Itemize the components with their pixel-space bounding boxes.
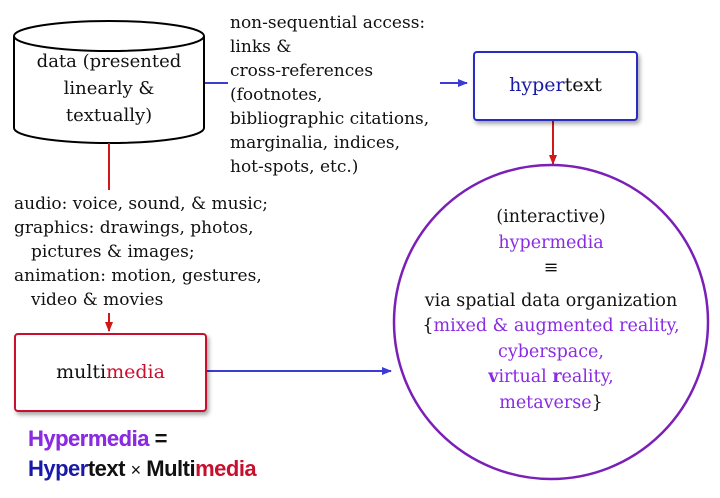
equation-line-2: Hypertext × Multimedia: [28, 456, 257, 483]
circle-line-hypermedia: hypermedia: [498, 232, 604, 253]
equation-equals: =: [154, 426, 168, 451]
media-line-4: animation: motion, gestures,: [14, 266, 262, 286]
access-line-4: (footnotes,: [230, 85, 323, 105]
data-cylinder-shape: [13, 20, 205, 144]
multimedia-label: multimedia: [16, 361, 205, 383]
equation-multi: Multi: [146, 456, 196, 481]
media-line-1: audio: voice, sound, & music;: [14, 194, 268, 214]
hypermedia-circle: [392, 163, 710, 481]
reality-rest: eality,: [561, 367, 614, 387]
mixed-reality-text: mixed & augmented reality,: [433, 316, 680, 336]
circle-line-virtual-reality: virtual reality,: [394, 365, 708, 391]
circle-line-cyberspace: cyberspace,: [498, 341, 604, 362]
equation-hyper: Hyper: [28, 456, 88, 481]
hypermedia-circle-text: (interactive) hypermedia ≡ via spatial d…: [394, 205, 708, 416]
access-line-6: marginalia, indices,: [230, 133, 401, 153]
hypertext-label: hypertext: [475, 74, 636, 96]
hypertext-prefix: hyper: [509, 74, 565, 96]
circle-line-interactive: (interactive): [496, 207, 606, 227]
hypertext-suffix: text: [564, 74, 602, 96]
circle-line-metaverse: metaverse}: [394, 391, 708, 417]
access-line-1: non-sequential access:: [230, 13, 426, 33]
multimedia-prefix: multi: [56, 361, 107, 383]
equation-media: media: [195, 456, 257, 481]
circle-line-mixed: {mixed & augmented reality,: [394, 314, 708, 340]
equation-text: text: [87, 456, 126, 481]
multimedia-suffix: media: [106, 361, 165, 383]
media-line-2: graphics: drawings, photos,: [14, 218, 254, 238]
hypertext-box: hypertext: [473, 51, 638, 121]
open-brace: {: [422, 316, 434, 336]
access-line-3: cross-references: [230, 61, 374, 81]
data-label-line-1: data (presented: [36, 51, 182, 72]
virtual-initial: v: [488, 367, 499, 387]
access-line-7: hot-spots, etc.): [230, 157, 359, 177]
reality-initial: r: [552, 367, 562, 387]
media-line-5: video & movies: [31, 290, 164, 310]
circle-line-equiv: ≡: [543, 258, 559, 278]
access-line-5: bibliographic citations,: [230, 109, 430, 129]
metaverse-text: metaverse: [499, 392, 592, 413]
multimedia-box: multimedia: [14, 333, 207, 412]
equation-hypermedia-word: Hypermedia: [28, 426, 149, 451]
data-label-line-3: textually): [65, 105, 153, 126]
equation-times: ×: [130, 460, 142, 480]
data-label-line-2: linearly &: [63, 78, 155, 99]
access-note: non-sequential access: links & cross-ref…: [230, 11, 429, 179]
virtual-rest: irtual: [498, 367, 553, 387]
access-line-2: links &: [230, 37, 292, 57]
equation-line-1: Hypermedia =: [28, 426, 167, 452]
circle-line-spatial: via spatial data organization: [424, 290, 678, 311]
data-cylinder-label: data (presented linearly & textually): [14, 48, 204, 129]
media-note: audio: voice, sound, & music; graphics: …: [14, 192, 268, 312]
close-brace: }: [591, 392, 603, 413]
media-line-3: pictures & images;: [31, 242, 195, 262]
